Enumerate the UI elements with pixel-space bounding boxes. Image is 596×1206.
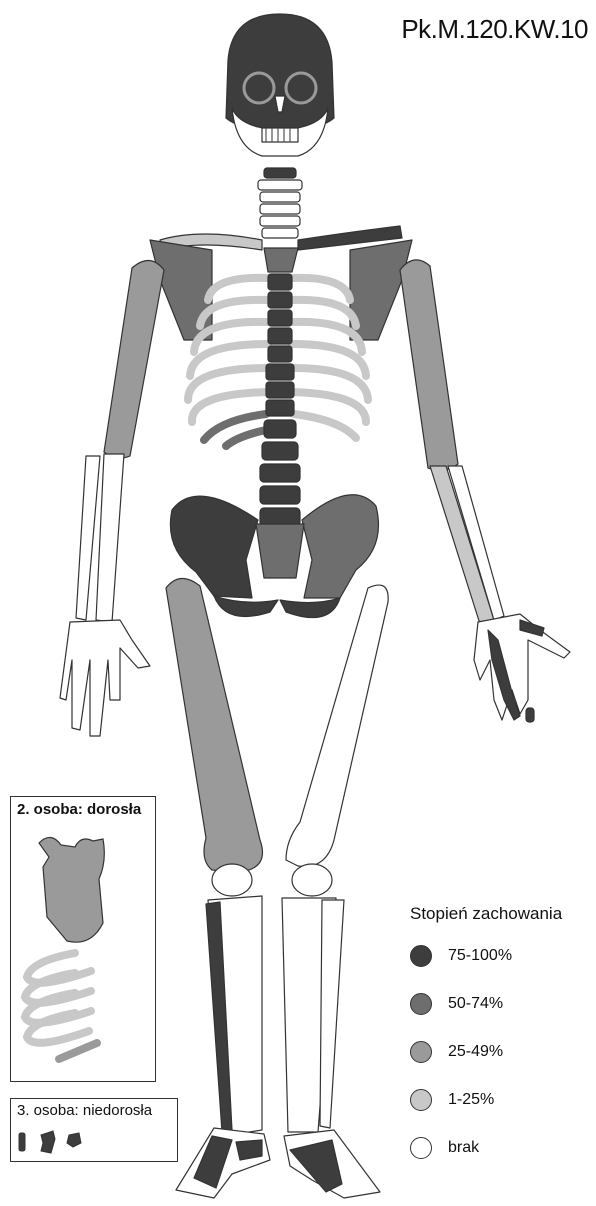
individual-2-bones xyxy=(11,797,155,1081)
cervical-spine xyxy=(258,168,302,238)
page-title: Pk.M.120.KW.10 xyxy=(401,14,588,45)
left-arm xyxy=(400,260,570,722)
legend-item: 25-49% xyxy=(410,1028,562,1076)
left-leg xyxy=(282,585,388,1198)
legend-label: brak xyxy=(448,1139,479,1157)
legend-swatch xyxy=(410,993,432,1015)
rib-fragments xyxy=(25,953,97,1059)
legend-item: 75-100% xyxy=(410,932,562,980)
individual-3-bones xyxy=(11,1099,177,1161)
right-leg xyxy=(166,578,270,1198)
individual-2-box: 2. osoba: dorosła xyxy=(10,796,156,1082)
legend-item: 1-25% xyxy=(410,1076,562,1124)
legend-item: brak xyxy=(410,1124,562,1172)
scapula-fragment xyxy=(39,837,104,942)
legend-swatch xyxy=(410,1089,432,1111)
skull xyxy=(226,14,334,156)
legend-label: 25-49% xyxy=(448,1043,503,1061)
individual-3-box: 3. osoba: niedorosła xyxy=(10,1098,178,1162)
spine xyxy=(260,274,300,526)
legend-title: Stopień zachowania xyxy=(410,904,562,924)
legend-label: 50-74% xyxy=(448,995,503,1013)
sternum xyxy=(264,248,298,272)
legend-label: 75-100% xyxy=(448,947,512,965)
legend-swatch xyxy=(410,945,432,967)
legend: Stopień zachowania 75-100% 50-74% 25-49%… xyxy=(410,904,562,1172)
legend-swatch xyxy=(410,1041,432,1063)
right-arm xyxy=(60,260,164,736)
legend-swatch xyxy=(410,1137,432,1159)
legend-item: 50-74% xyxy=(410,980,562,1028)
legend-label: 1-25% xyxy=(448,1091,494,1109)
